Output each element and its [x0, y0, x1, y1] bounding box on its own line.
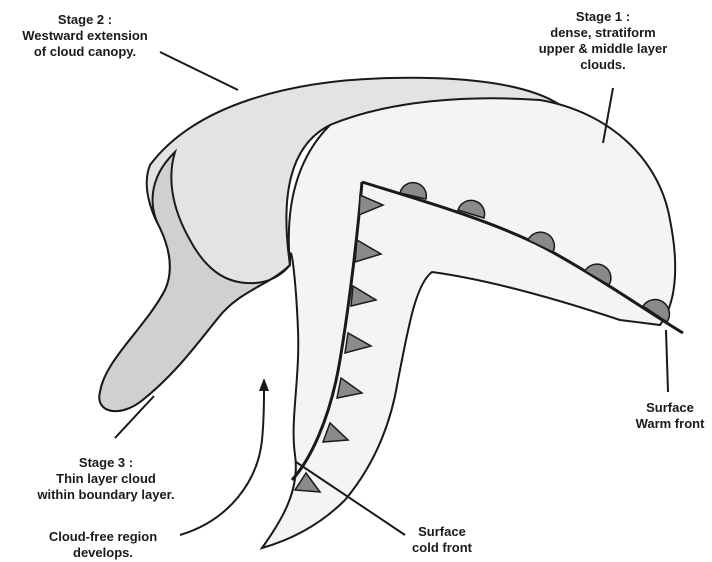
- stage2-leader: [160, 52, 238, 90]
- warm-front-leader: [666, 330, 668, 392]
- cold-front-label: Surface cold front: [392, 524, 492, 556]
- cloud-free-label: Cloud-free region develops.: [28, 529, 178, 561]
- arrow-head: [259, 378, 269, 391]
- warm-front-label: Surface Warm front: [620, 400, 712, 432]
- stage2-label: Stage 2 : Westward extension of cloud ca…: [10, 12, 160, 60]
- stage3-label: Stage 3 : Thin layer cloud within bounda…: [16, 455, 196, 503]
- stage1-label: Stage 1 : dense, stratiform upper & midd…: [528, 9, 678, 73]
